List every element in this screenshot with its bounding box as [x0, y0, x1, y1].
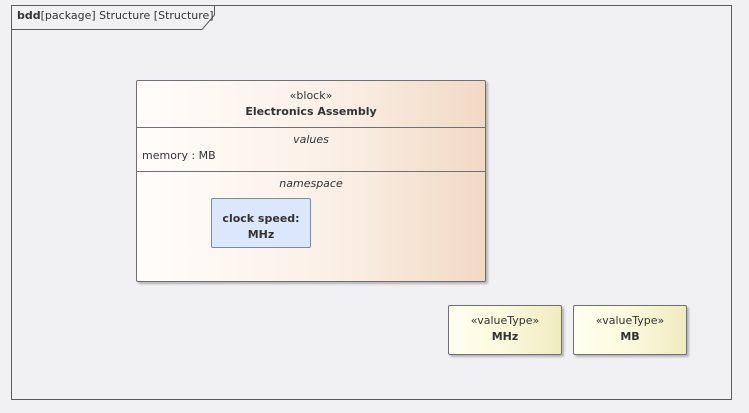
value-type-stereotype: «valueType»: [470, 314, 540, 327]
frame-label: [package] Structure [Structure]: [40, 9, 214, 22]
part-clock-speed[interactable]: clock speed: MHz: [211, 198, 311, 248]
values-compartment-title: values: [293, 133, 329, 146]
part-name: clock speed:: [222, 212, 300, 225]
compartment-divider: [137, 171, 485, 172]
frame-tab-shape: [11, 5, 215, 30]
value-type-stereotype: «valueType»: [595, 314, 665, 327]
value-type-name: MHz: [491, 330, 519, 343]
value-property[interactable]: memory : MB: [142, 149, 216, 162]
compartment-divider: [137, 127, 485, 128]
value-type-mb[interactable]: «valueType» MB: [573, 305, 687, 355]
frame-tab: bdd[package] Structure [Structure]: [11, 5, 215, 30]
block-name: Electronics Assembly: [245, 105, 377, 118]
frame-title: bdd[package] Structure [Structure]: [17, 9, 214, 22]
block-stereotype: «block»: [289, 89, 333, 102]
value-type-mhz[interactable]: «valueType» MHz: [448, 305, 562, 355]
value-type-name: MB: [620, 330, 640, 343]
namespace-compartment-title: namespace: [279, 177, 343, 190]
frame-kind: bdd: [17, 9, 41, 22]
block-header: «block» Electronics Assembly: [137, 81, 485, 127]
block-electronics-assembly[interactable]: «block» Electronics Assembly values memo…: [136, 80, 486, 282]
part-type: MHz: [247, 228, 275, 241]
